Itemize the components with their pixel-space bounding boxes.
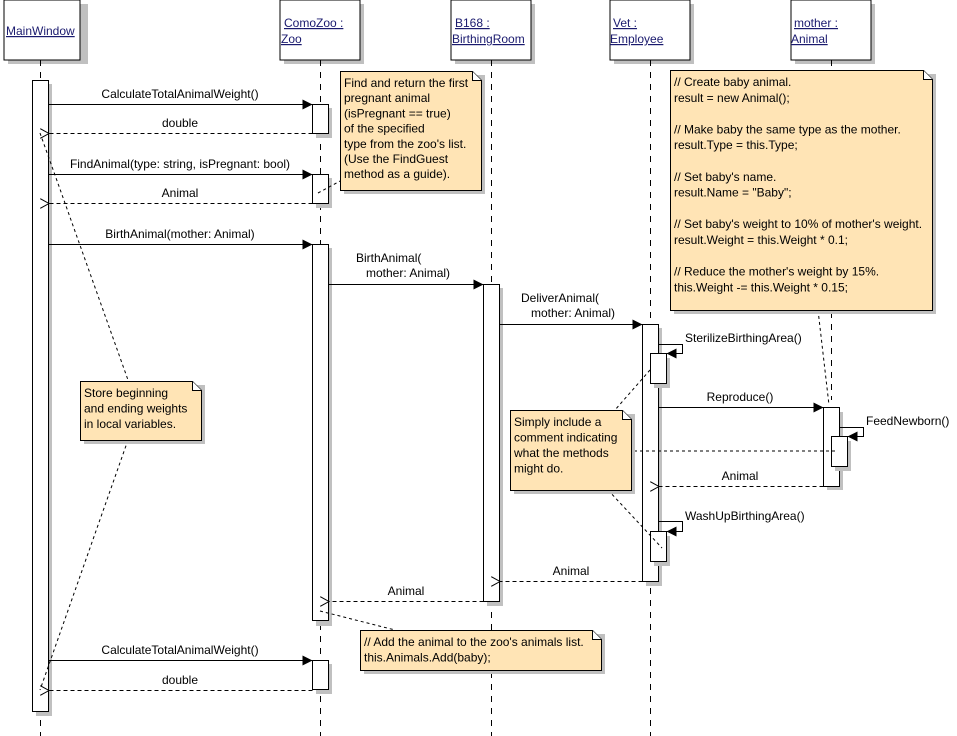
- message-label-m4: Animal: [162, 186, 199, 200]
- note-line: method as a guide).: [344, 167, 450, 181]
- note-line: pregnant animal: [344, 91, 430, 105]
- note-line: result.Type = this.Type;: [674, 138, 798, 152]
- message-label-m10: FeedNewborn(): [866, 414, 949, 428]
- note-line: this.Animals.Add(baby);: [364, 651, 491, 665]
- message-label-m2: double: [162, 116, 198, 130]
- activation-zoo-3: [312, 244, 329, 621]
- lifeline-name-zoo: ComoZoo :: [284, 16, 343, 30]
- activation-zoo-1: [312, 104, 329, 134]
- activation-vet-washup: [650, 531, 667, 562]
- note-line: might do.: [514, 462, 563, 476]
- note-line: comment indicating: [514, 431, 617, 445]
- note-line: (isPregnant == true): [344, 106, 451, 120]
- note-line: result.Name = "Baby";: [674, 186, 792, 200]
- note-line: // Set baby's weight to 10% of mother's …: [674, 217, 922, 231]
- activation-room: [483, 284, 500, 602]
- message-label-m8: SterilizeBirthingArea(): [685, 331, 802, 345]
- note-line: and ending weights: [84, 402, 187, 416]
- activation-zoo-4: [312, 660, 329, 690]
- activation-zoo-2: [312, 174, 329, 204]
- note-fold-corner: [622, 410, 632, 420]
- lifeline-head-zoo[interactable]: ComoZoo : Zoo: [279, 0, 364, 64]
- lifeline-type-mother: Animal: [791, 32, 828, 46]
- note-line: Simply include a: [514, 415, 602, 429]
- note-body: [510, 410, 632, 491]
- activations: [32, 80, 851, 716]
- lifeline-head-main[interactable]: MainWindow: [3, 0, 88, 64]
- note-line: Store beginning: [84, 386, 168, 400]
- note-line: result = new Animal();: [674, 91, 790, 105]
- message-m12[interactable]: [658, 521, 683, 537]
- lifeline-type-room: BirthingRoom: [452, 32, 525, 46]
- lifeline-name-mother: mother :: [794, 16, 838, 30]
- activation-mother-feed: [831, 436, 848, 467]
- note-line: in local variables.: [84, 417, 176, 431]
- message-label-m6-line1: BirthAnimal(: [356, 251, 421, 265]
- lifeline-head-mother[interactable]: mother : Animal: [790, 0, 875, 64]
- message-label-m6-line2: mother: Animal): [356, 266, 450, 280]
- activation-vet-sterilize: [650, 353, 667, 384]
- message-label-m1: CalculateTotalAnimalWeight(): [101, 87, 258, 101]
- message-label-m12: WashUpBirthingArea(): [685, 509, 805, 523]
- note-body: [670, 70, 933, 311]
- message-m8[interactable]: [658, 344, 683, 359]
- note-line: // Create baby animal.: [674, 75, 791, 89]
- note-fold-corner: [192, 381, 202, 391]
- note-fold-corner: [923, 70, 933, 80]
- lifeline-type-zoo: Zoo: [281, 32, 302, 46]
- note-line: // Set baby's name.: [674, 170, 776, 184]
- message-label-m7-line2: mother: Animal): [521, 306, 615, 320]
- message-label-m11: Animal: [722, 469, 759, 483]
- activation-main: [32, 80, 49, 712]
- note-fold-corner: [592, 630, 602, 640]
- note-line: // Add the animal to the zoo's animals l…: [364, 635, 584, 649]
- note-line: what the methods: [513, 446, 609, 460]
- lifeline-name-room: B168 :: [455, 16, 490, 30]
- note-fold-corner: [472, 71, 482, 81]
- note-body: [340, 71, 482, 191]
- message-label-m13: Animal: [553, 564, 590, 578]
- lifeline-head-room[interactable]: B168 : BirthingRoom: [450, 0, 535, 64]
- message-label-m15: CalculateTotalAnimalWeight(): [101, 643, 258, 657]
- message-label-m5: BirthAnimal(mother: Animal): [105, 227, 254, 241]
- note-body: [360, 630, 602, 671]
- note-line: // Reduce the mother's weight by 15%.: [674, 265, 879, 279]
- note-line: of the specified: [344, 122, 425, 136]
- note-line: Find and return the first: [344, 76, 469, 90]
- message-label-m3: FindAnimal(type: string, isPregnant: boo…: [70, 157, 290, 171]
- lifeline-head-vet[interactable]: Vet : Employee: [609, 0, 694, 64]
- message-label-m16: double: [162, 673, 198, 687]
- message-label-m9: Reproduce(): [707, 390, 774, 404]
- lifeline-name-main: MainWindow: [6, 24, 75, 38]
- message-label-m14: Animal: [388, 584, 425, 598]
- add-animal-note[interactable]: // Add the animal to the zoo's animals l…: [360, 630, 606, 675]
- note-line: type from the zoo's list.: [344, 137, 466, 151]
- note-line: result.Weight = this.Weight * 0.1;: [674, 233, 848, 247]
- lifeline-type-vet: Employee: [610, 32, 664, 46]
- note-line: this.Weight -= this.Weight * 0.15;: [674, 280, 848, 294]
- note-body: [80, 381, 202, 441]
- note-line: // Make baby the same type as the mother…: [674, 122, 901, 136]
- note-line: (Use the FindGuest: [344, 152, 449, 166]
- note-anchors: [39, 132, 836, 691]
- lifeline-name-vet: Vet :: [613, 16, 637, 30]
- message-m10[interactable]: [839, 427, 864, 442]
- reproduce-note[interactable]: // Create baby animal. result = new Anima…: [670, 70, 937, 315]
- message-label-m7-line1: DeliverAnimal(: [521, 291, 599, 305]
- activation-vet: [642, 324, 659, 582]
